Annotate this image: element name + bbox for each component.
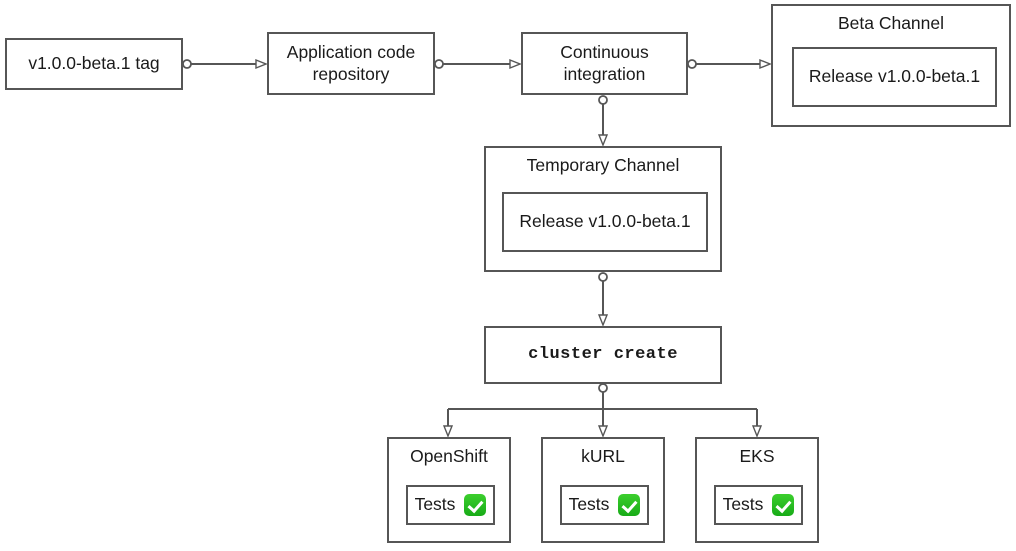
node-beta-channel-title: Beta Channel (837, 13, 945, 33)
node-kurl[interactable]: kURL Tests (541, 437, 665, 543)
edge-tag-to-repo (182, 60, 265, 68)
node-version-tag[interactable]: v1.0.0-beta.1 tag (5, 38, 183, 90)
check-mark-icon (464, 494, 487, 516)
node-continuous-integration-label: Continuous integration (560, 42, 649, 84)
node-openshift-tests-label: Tests (414, 494, 456, 515)
node-application-code-repository[interactable]: Application code repository (267, 32, 435, 95)
node-openshift[interactable]: OpenShift Tests (387, 437, 511, 543)
check-mark-icon (772, 494, 795, 516)
node-beta-channel-release[interactable]: Release v1.0.0-beta.1 (792, 47, 997, 107)
check-mark-icon (618, 494, 641, 516)
node-kurl-tests-label: Tests (568, 494, 610, 515)
node-temporary-channel-title: Temporary Channel (526, 155, 680, 175)
node-beta-channel-release-label: Release v1.0.0-beta.1 (808, 66, 981, 87)
node-cluster-create[interactable]: cluster create (484, 326, 722, 384)
node-cluster-create-label: cluster create (528, 344, 678, 364)
node-version-tag-label: v1.0.0-beta.1 tag (28, 53, 160, 74)
node-continuous-integration[interactable]: Continuous integration (521, 32, 688, 95)
node-openshift-tests[interactable]: Tests (406, 485, 495, 525)
node-application-code-repository-label: Application code repository (286, 42, 416, 84)
node-temporary-channel[interactable]: Temporary Channel Release v1.0.0-beta.1 (484, 146, 722, 272)
edge-ci-to-beta-channel (687, 60, 769, 68)
edge-repo-to-ci (434, 60, 519, 68)
edge-temporary-channel-to-cluster-create (599, 272, 607, 324)
node-eks-tests-label: Tests (722, 494, 764, 515)
node-eks-tests[interactable]: Tests (714, 485, 803, 525)
node-beta-channel[interactable]: Beta Channel Release v1.0.0-beta.1 (771, 4, 1011, 127)
node-temporary-channel-release[interactable]: Release v1.0.0-beta.1 (502, 192, 708, 252)
node-kurl-tests[interactable]: Tests (560, 485, 649, 525)
node-temporary-channel-release-label: Release v1.0.0-beta.1 (519, 211, 691, 232)
node-eks[interactable]: EKS Tests (695, 437, 819, 543)
node-openshift-title: OpenShift (410, 446, 488, 466)
node-eks-title: EKS (739, 446, 775, 466)
edge-cluster-create-to-platforms (448, 383, 757, 435)
node-kurl-title: kURL (581, 446, 625, 466)
edge-ci-to-temporary-channel (599, 95, 607, 144)
